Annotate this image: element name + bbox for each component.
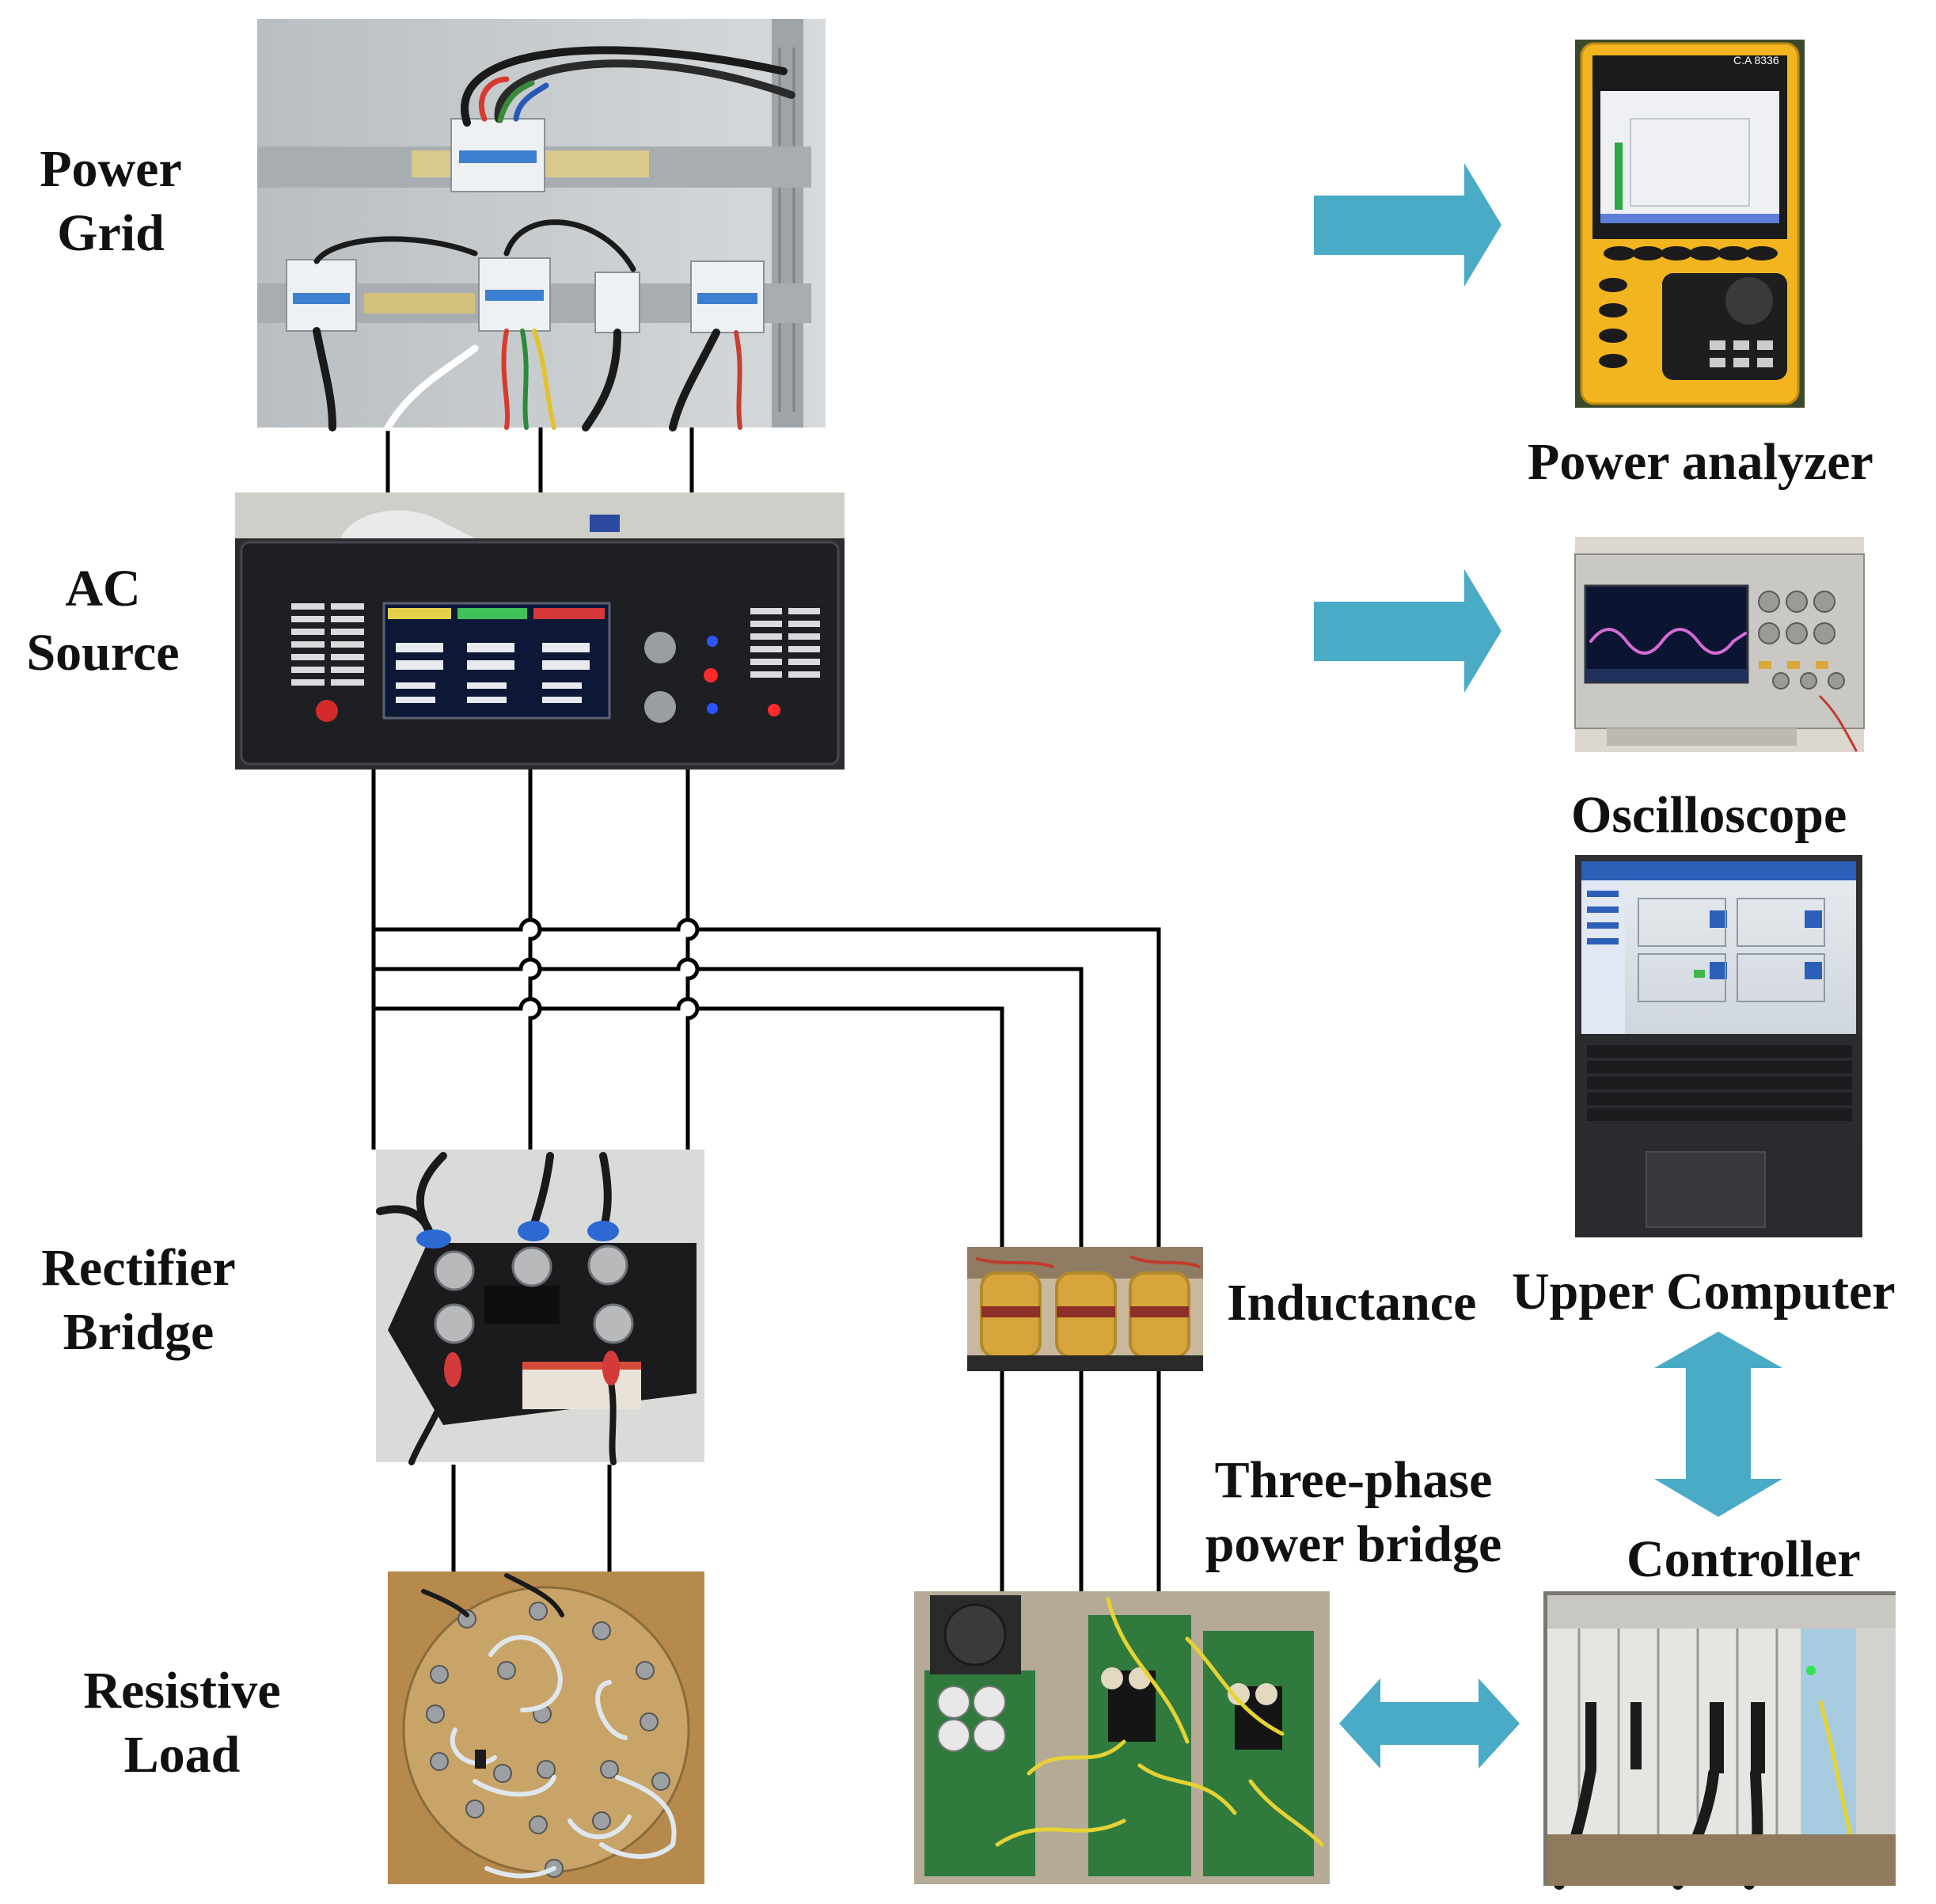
label-oscilloscope: Oscilloscope [1571,786,1847,844]
label-resistive-load-line2: Load [123,1725,241,1784]
arrow-to-oscilloscope [1314,569,1501,693]
controller-photo [1543,1591,1896,1890]
label-rectifier-bridge: Rectifier Bridge [24,1237,253,1364]
wire-tap-3 [374,997,1004,1247]
label-rectifier-bridge-line2: Bridge [63,1302,214,1361]
label-ac-source-line1: AC [65,560,141,618]
upper-computer-photo [1575,855,1862,1237]
label-ac-source: AC Source [8,557,198,685]
arrow-computer-controller [1654,1332,1782,1517]
oscilloscope-photo [1574,537,1865,752]
label-power-grid-line1: Power [40,140,182,198]
label-resistive-load: Resistive Load [63,1659,301,1787]
resistive-load-photo [388,1571,704,1884]
three-phase-bridge-photo [914,1591,1330,1884]
wire-rectifier-to-load [451,1465,612,1571]
arrow-to-power-analyzer [1314,163,1501,287]
wiring [371,426,1161,1591]
rectifier-bridge-photo [376,1150,704,1465]
ac-source-photo [235,492,845,770]
label-ac-source-line2: Source [26,623,180,682]
wire-grid-to-source [385,426,694,492]
label-power-analyzer: Power analyzer [1528,433,1873,491]
power-grid-photo [257,19,826,431]
power-analyzer-model-text: C.A 8336 [1733,54,1779,67]
label-power-grid-line2: Grid [57,203,165,262]
label-power-grid: Power Grid [24,138,198,265]
label-inductance: Inductance [1227,1274,1477,1332]
label-three-phase-power-bridge: Three-phase power bridge [1187,1449,1520,1576]
label-rectifier-bridge-line1: Rectifier [41,1239,236,1297]
wire-tap-1 [374,918,1161,1247]
label-controller: Controller [1627,1530,1861,1588]
label-upper-computer: Upper Computer [1512,1263,1896,1321]
inductance-photo [967,1247,1203,1371]
label-three-phase-line1: Three-phase [1214,1451,1493,1509]
label-three-phase-line2: power bridge [1205,1514,1502,1573]
arrows [1314,163,1782,1769]
label-resistive-load-line1: Resistive [83,1662,281,1720]
wire-tap-2 [374,957,1084,1247]
power-analyzer-photo [1575,40,1805,408]
arrow-bridge-controller [1339,1678,1520,1769]
wire-inductor-to-bridge [1000,1371,1161,1591]
